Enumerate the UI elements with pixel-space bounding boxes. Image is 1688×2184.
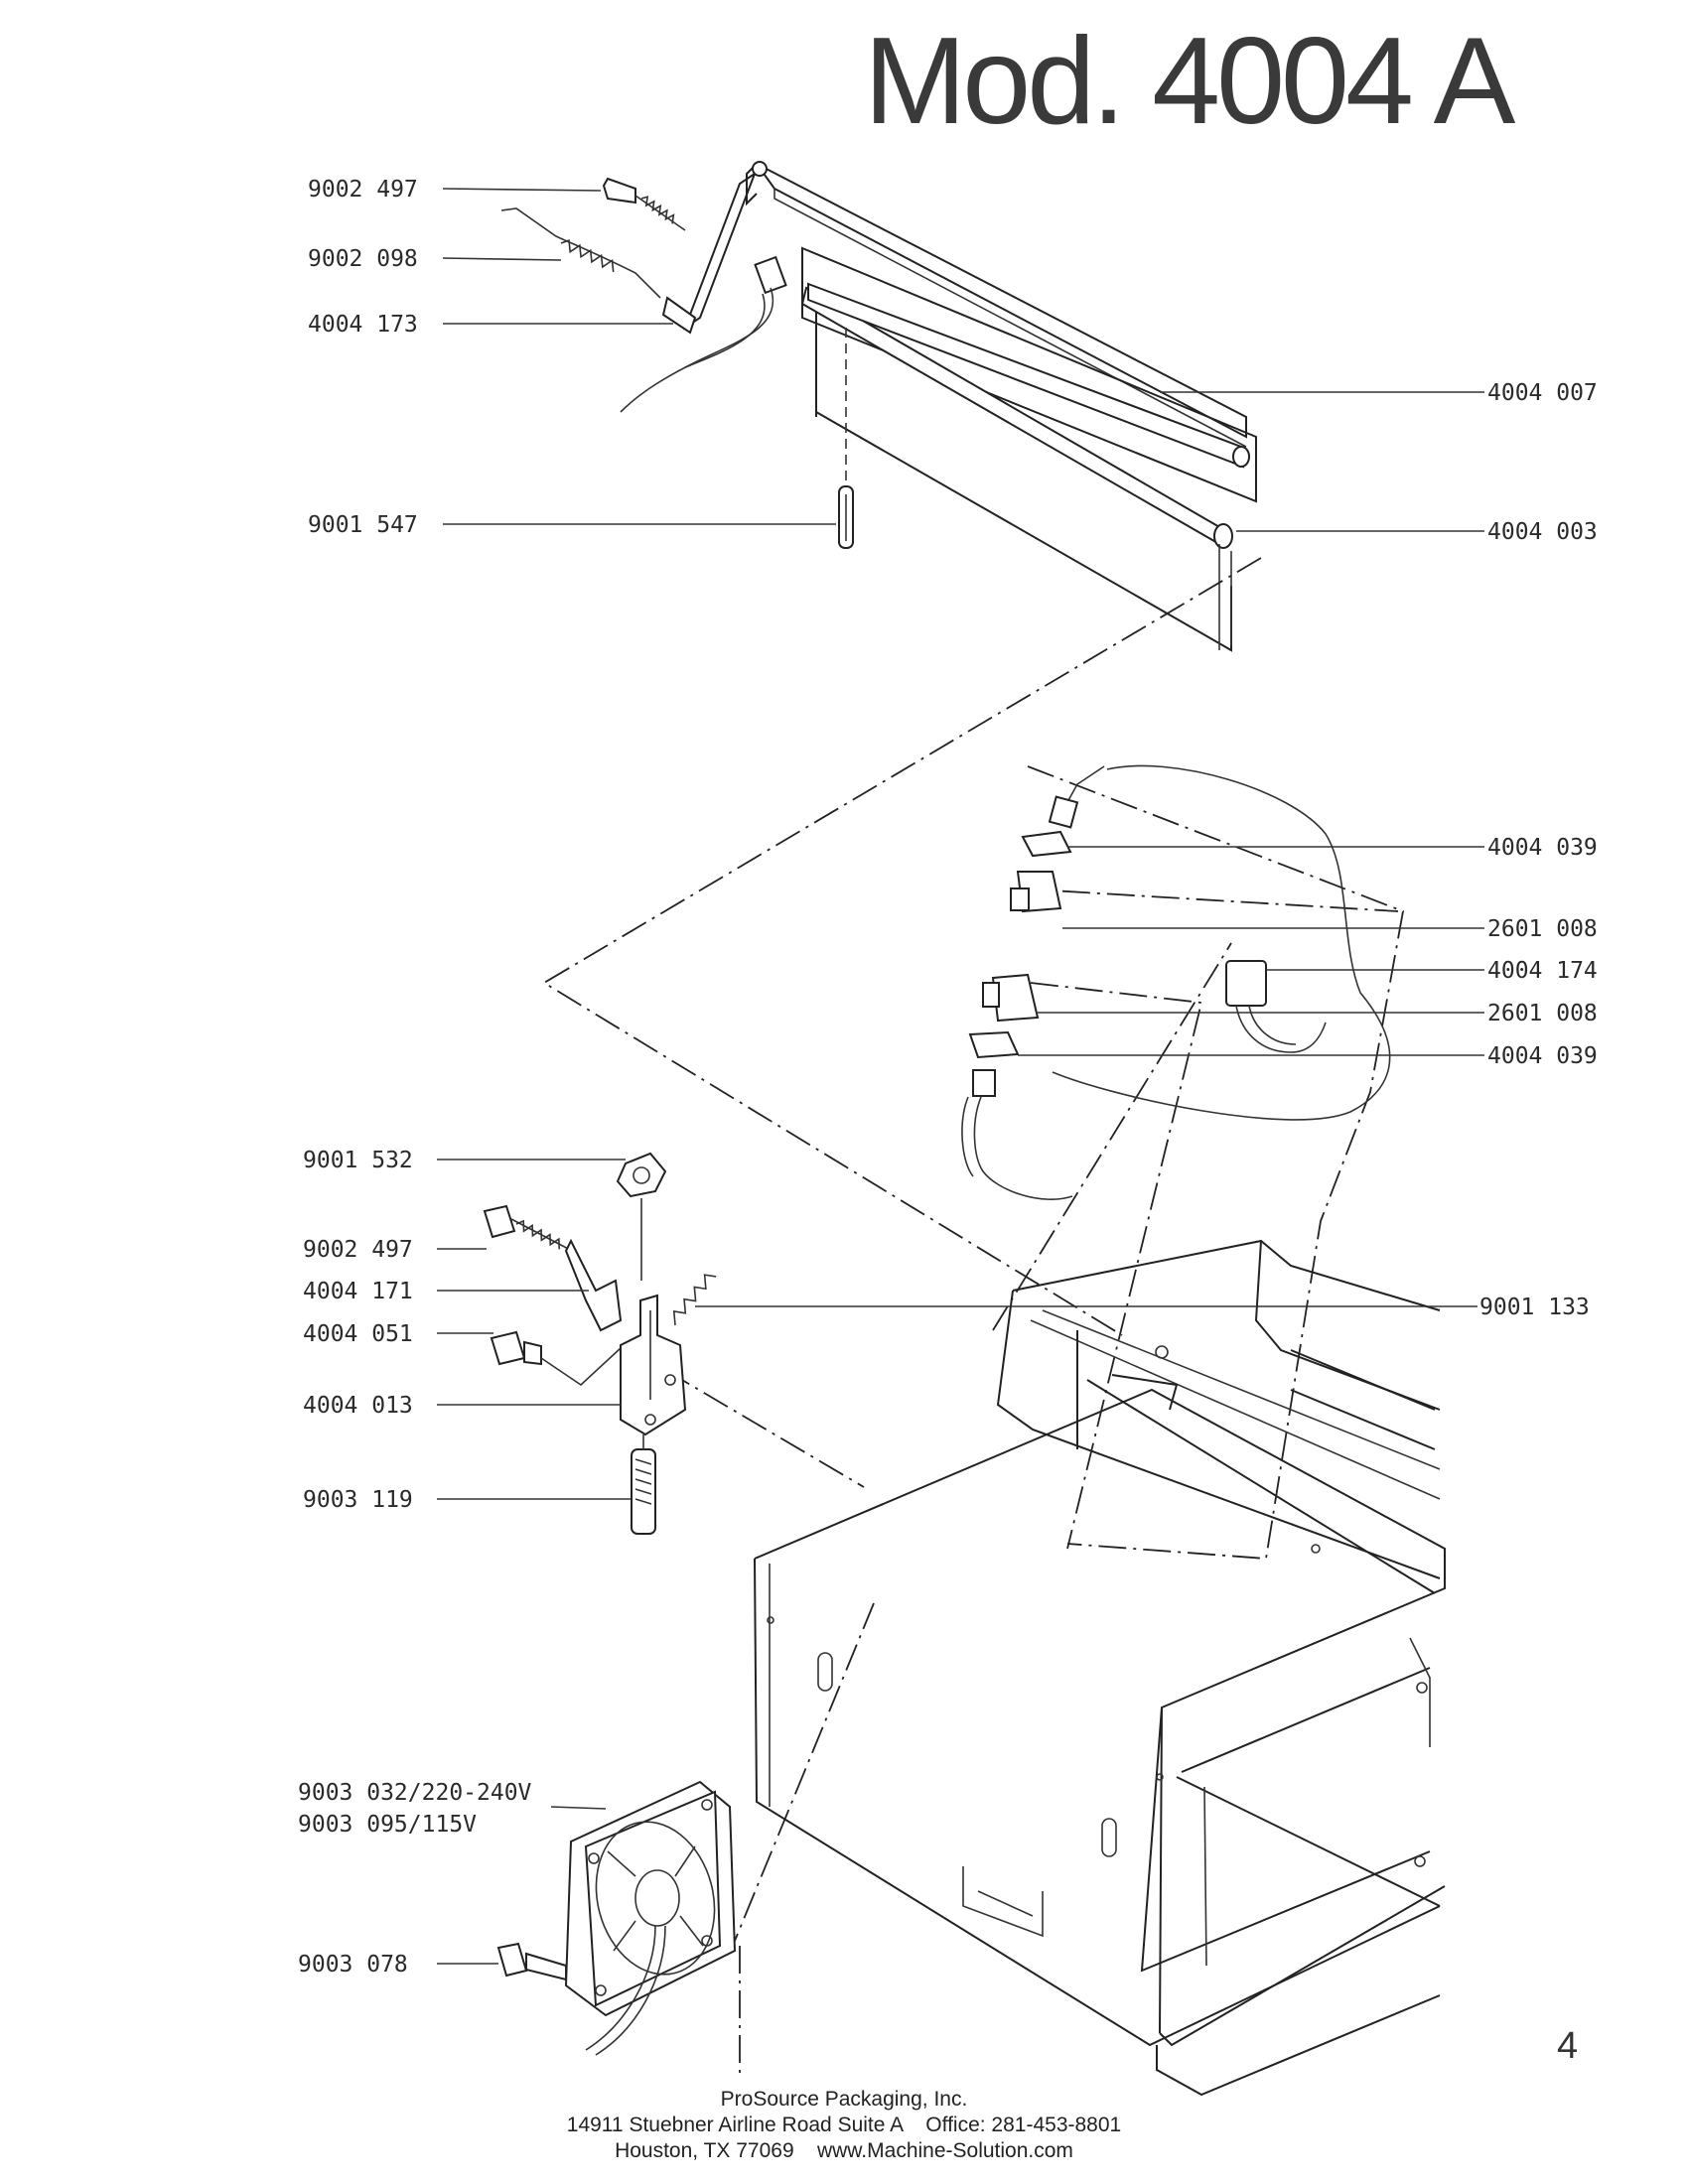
bar-bracket — [682, 171, 758, 331]
label-9002-497-top: 9002 497 — [308, 177, 418, 203]
sealing-plate-lower — [815, 411, 1232, 652]
bracket-4004-039-top — [1021, 830, 1072, 858]
label-4004-039-bottom: 4004 039 — [1487, 1043, 1598, 1069]
page-number: 4 — [1557, 2025, 1579, 2067]
label-2601-008-bottom: 2601 008 — [1487, 1001, 1598, 1026]
label-9001-547: 9001 547 — [308, 512, 418, 538]
screw-9002-497-head — [602, 177, 636, 205]
label-2601-008-top: 2601 008 — [1487, 916, 1598, 942]
footer-company: ProSource Packaging, Inc. — [720, 2088, 968, 2111]
footer-city: Houston, TX 77069 www.Machine-Solution.c… — [615, 2139, 1073, 2162]
housing-top-edge — [754, 1388, 1446, 1973]
label-4004-013: 4004 013 — [303, 1393, 413, 1419]
spring-9002-098 — [500, 207, 661, 299]
label-9003-119: 9003 119 — [303, 1487, 413, 1513]
heater-terminal — [754, 255, 787, 295]
leader-lines — [437, 188, 1484, 1965]
part-number-labels: 9002 497 9002 098 4004 173 4004 007 9001… — [298, 177, 1598, 1978]
switch-assembly — [961, 764, 1391, 1200]
label-4004-051: 4004 051 — [303, 1321, 413, 1347]
screw-9002-497-lower — [483, 1204, 516, 1239]
label-9003-032: 9003 032/220-240V — [298, 1780, 532, 1806]
label-4004-171: 4004 171 — [303, 1279, 413, 1304]
machine-housing — [754, 1239, 1446, 2097]
sealing-plate — [801, 246, 1257, 503]
plate-4004-013 — [620, 1294, 687, 1436]
heater-wire — [620, 287, 774, 413]
footer: ProSource Packaging, Inc. 14911 Stuebner… — [496, 2087, 1192, 2164]
label-4004-007: 4004 007 — [1487, 380, 1598, 406]
sealing-bar-frame — [756, 163, 1247, 439]
label-9003-078: 9003 078 — [298, 1952, 408, 1978]
model-title: Mod. 4004 A — [864, 13, 1515, 150]
sealing-bar-assembly — [500, 161, 1257, 652]
clip-4004-173 — [661, 296, 697, 335]
connector-bottom — [972, 1069, 996, 1097]
label-9001-532: 9001 532 — [303, 1148, 413, 1173]
label-4004-039-top: 4004 039 — [1487, 835, 1598, 861]
wiring-loop — [1052, 764, 1391, 1121]
label-9002-098: 9002 098 — [308, 246, 418, 272]
lever-4004-171 — [564, 1238, 623, 1332]
label-4004-173: 4004 173 — [308, 312, 418, 338]
bolt-4004-051 — [490, 1330, 526, 1366]
connector-top — [1048, 795, 1079, 829]
label-4004-174: 4004 174 — [1487, 958, 1598, 984]
spring-9001-133 — [672, 1274, 717, 1326]
label-9002-497-bottom: 9002 497 — [303, 1237, 413, 1263]
rod-4004-007 — [807, 282, 1245, 469]
label-4004-003: 4004 003 — [1487, 519, 1598, 545]
lever-assembly — [483, 1152, 717, 1535]
screw-9003-078 — [496, 1942, 528, 1978]
alignment-lines — [542, 557, 1405, 2080]
fan-9003-032 — [496, 1780, 737, 2056]
nut-9001-532 — [616, 1152, 667, 1198]
bracket-4004-039-bottom — [968, 1030, 1020, 1059]
footer-address: 14911 Stuebner Airline Road Suite A Offi… — [566, 2114, 1122, 2136]
cable-4004-174 — [1225, 960, 1267, 1007]
label-9001-133: 9001 133 — [1479, 1295, 1590, 1320]
housing-side — [754, 1558, 1441, 2047]
label-9003-095: 9003 095/115V — [298, 1812, 477, 1838]
